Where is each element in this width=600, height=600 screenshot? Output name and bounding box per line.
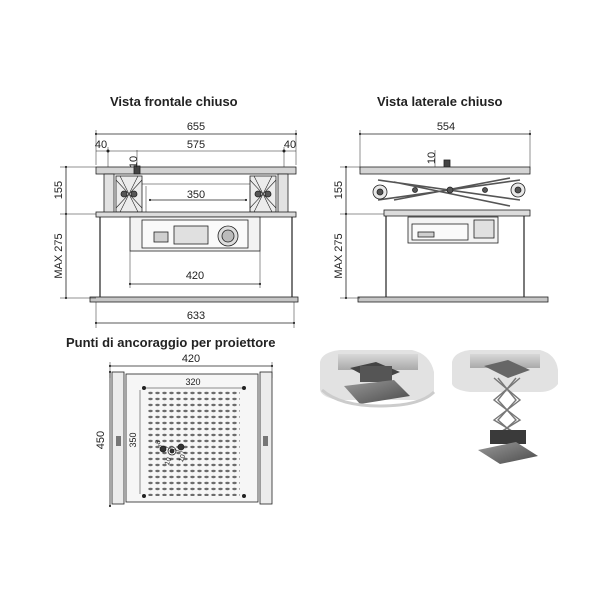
front-frame-offset: 10 [128,156,140,168]
front-view [60,130,299,328]
front-width-inner: 575 [187,139,205,151]
front-width-total: 655 [187,121,205,133]
anchor-width: 420 [182,353,200,365]
anchor-hole-a: 8 [155,439,163,445]
front-base-width: 633 [187,310,205,322]
anchor-points-title: Punti di ancoraggio per proiettore [66,335,276,350]
side-view-title: Vista laterale chiuso [377,94,503,109]
front-margin-left: 40 [95,139,107,151]
lift-open-photo [452,350,558,464]
side-max-drop: MAX 275 [333,233,345,278]
anchor-hole-c: 10 [178,454,187,464]
side-frame-offset: 10 [426,152,438,164]
anchor-inner-width: 320 [185,377,200,387]
front-height: 155 [53,181,65,199]
anchor-plate [108,362,274,508]
side-height: 155 [333,181,345,199]
lift-closed-photo [320,350,436,408]
front-margin-right: 40 [284,139,296,151]
side-depth-total: 554 [437,121,455,133]
anchor-height: 450 [95,431,107,449]
anchor-hole-b: 10 [164,457,173,467]
front-max-drop: MAX 275 [53,233,65,278]
front-view-title: Vista frontale chiuso [110,94,238,109]
front-rail-width: 350 [187,189,205,201]
front-projector-width: 420 [186,270,204,282]
anchor-inner-height: 350 [128,432,138,447]
side-view [340,130,549,303]
